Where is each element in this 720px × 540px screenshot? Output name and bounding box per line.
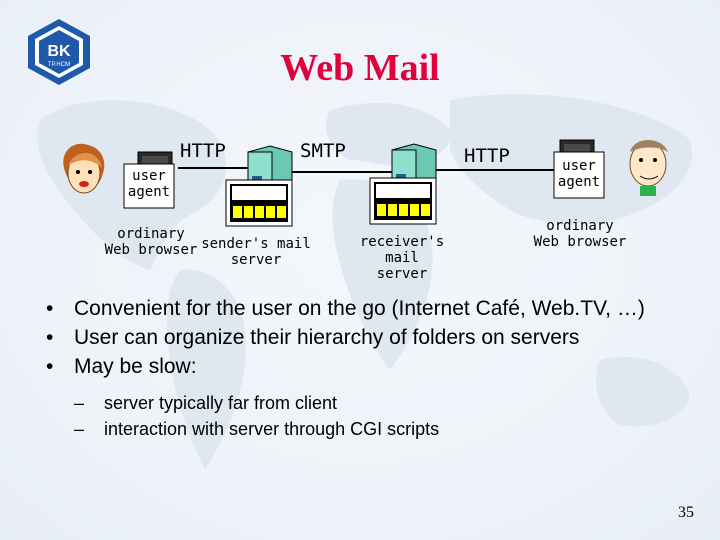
sender-server-icon	[225, 145, 293, 227]
user-left-icon	[63, 143, 105, 194]
logo-subtext: TP.HCM	[48, 62, 70, 68]
user-right-icon	[629, 140, 668, 196]
protocol-http-right: HTTP	[464, 145, 510, 167]
protocol-smtp: SMTP	[300, 140, 346, 162]
webmail-diagram	[63, 139, 668, 227]
slide-title: Web Mail	[280, 47, 440, 89]
receiver-server-icon	[369, 143, 437, 225]
page-number: 35	[678, 504, 694, 521]
user-agent-left-box	[123, 163, 175, 209]
protocol-http-left: HTTP	[180, 140, 226, 162]
user-agent-right-box	[553, 151, 605, 199]
university-logo: BK TP.HCM	[28, 19, 90, 85]
logo-text: BK	[47, 43, 71, 60]
